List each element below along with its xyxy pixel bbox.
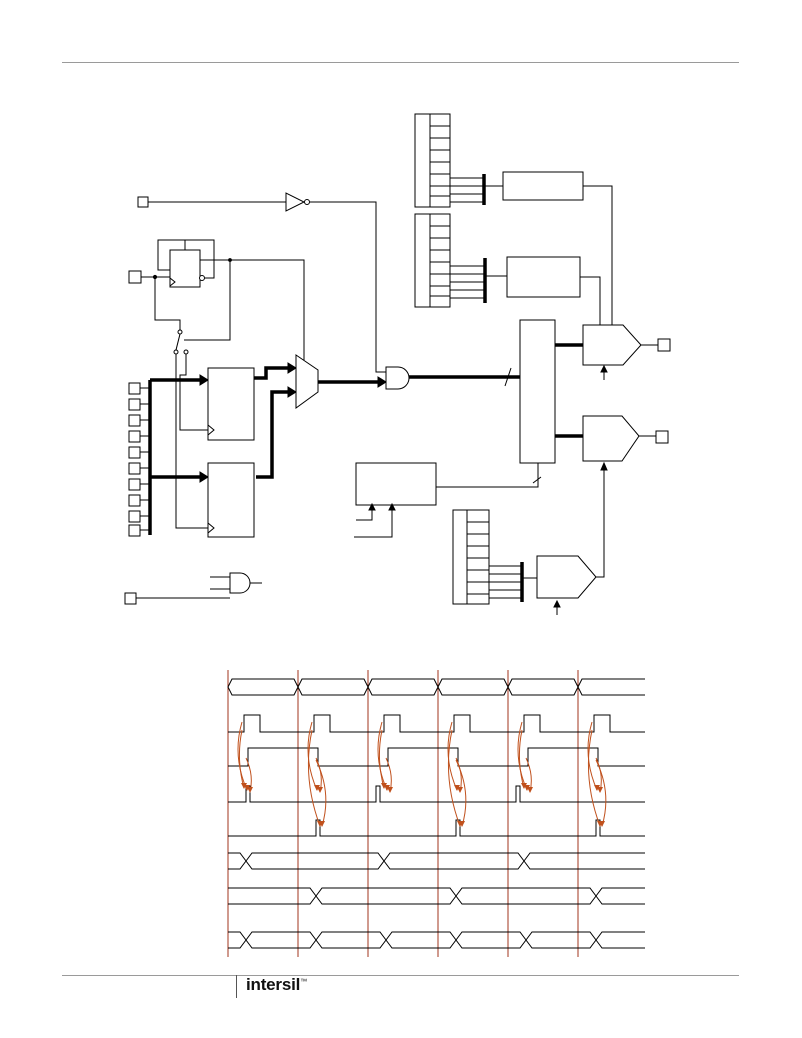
bus-row-8 bbox=[385, 931, 457, 949]
footer-rule bbox=[62, 975, 739, 976]
footer-separator bbox=[236, 975, 237, 998]
bus-row-6 bbox=[523, 852, 645, 862]
bus-row-8 bbox=[245, 931, 317, 949]
arrow-head bbox=[521, 783, 527, 789]
bus-row-6 bbox=[523, 860, 645, 870]
pulse-row-2 bbox=[228, 714, 645, 733]
block-diagram bbox=[124, 113, 671, 615]
memory-table-bottom bbox=[452, 509, 490, 605]
causal-arrow bbox=[455, 759, 467, 827]
control-block bbox=[355, 462, 437, 506]
pulse-row-3 bbox=[228, 747, 645, 767]
output-gate-lower bbox=[582, 415, 640, 462]
causal-arrow bbox=[315, 759, 327, 827]
multiplexer bbox=[295, 354, 319, 409]
bus-row-7 bbox=[595, 895, 645, 905]
arrow-head bbox=[454, 785, 460, 791]
arrow-head bbox=[599, 821, 605, 827]
arrow-head bbox=[241, 783, 247, 789]
pulse-row-4 bbox=[228, 785, 645, 803]
arrow-head bbox=[314, 785, 320, 791]
bus-row-8 bbox=[315, 931, 387, 949]
bus-row-6 bbox=[228, 852, 247, 870]
causal-arrow bbox=[307, 729, 321, 827]
bus-row-7 bbox=[595, 887, 645, 897]
arrow-head bbox=[597, 787, 603, 793]
comparator-mid bbox=[506, 256, 581, 298]
arrow-head bbox=[381, 783, 387, 789]
causal-arrow bbox=[447, 729, 461, 827]
memory-table-top bbox=[414, 113, 451, 208]
intersil-logo: intersil™ bbox=[246, 975, 307, 994]
arrow-head bbox=[247, 787, 253, 793]
arrow-head bbox=[387, 787, 393, 793]
bus-row-7 bbox=[315, 887, 457, 905]
arrow-head bbox=[524, 785, 530, 791]
arrow-head bbox=[319, 821, 325, 827]
arrow-head bbox=[594, 785, 600, 791]
bus-row-1 bbox=[577, 678, 645, 688]
and-gate bbox=[385, 366, 410, 390]
register-b bbox=[207, 462, 255, 538]
bus-row-1 bbox=[227, 678, 299, 696]
arrow-head bbox=[457, 787, 463, 793]
register-a bbox=[207, 367, 255, 441]
header-rule bbox=[62, 62, 739, 63]
bus-row-8 bbox=[595, 931, 645, 941]
output-pin-lower bbox=[655, 430, 669, 444]
bus-row-1 bbox=[577, 686, 645, 696]
bus-row-8 bbox=[595, 939, 645, 949]
bus-row-6 bbox=[245, 852, 385, 870]
bus-row-6 bbox=[383, 852, 525, 870]
bus-row-1 bbox=[297, 678, 369, 696]
bus-row-8 bbox=[525, 931, 597, 949]
bus-row-1 bbox=[367, 678, 439, 696]
causal-arrow bbox=[587, 729, 601, 827]
output-pin-upper bbox=[657, 338, 671, 352]
bus-row-1 bbox=[507, 678, 579, 696]
bus-row-8 bbox=[455, 931, 527, 949]
arrow-head bbox=[317, 787, 323, 793]
bus-row-1 bbox=[437, 678, 509, 696]
pulse-row-5 bbox=[228, 819, 645, 837]
bus-row-7 bbox=[228, 887, 317, 905]
arrow-head bbox=[384, 785, 390, 791]
output-gate-upper bbox=[582, 324, 642, 366]
and-gate-small bbox=[229, 572, 251, 594]
causal-arrow bbox=[595, 759, 607, 827]
arrow-head bbox=[244, 785, 250, 791]
bus-row-7 bbox=[455, 887, 597, 905]
inverter bbox=[285, 192, 306, 212]
arrow-head bbox=[527, 787, 533, 793]
output-gate-bottom bbox=[536, 555, 597, 599]
bus-row-8 bbox=[228, 931, 247, 949]
comparator-top bbox=[502, 171, 584, 201]
memory-table-mid bbox=[414, 213, 451, 308]
arrow-head bbox=[459, 821, 465, 827]
